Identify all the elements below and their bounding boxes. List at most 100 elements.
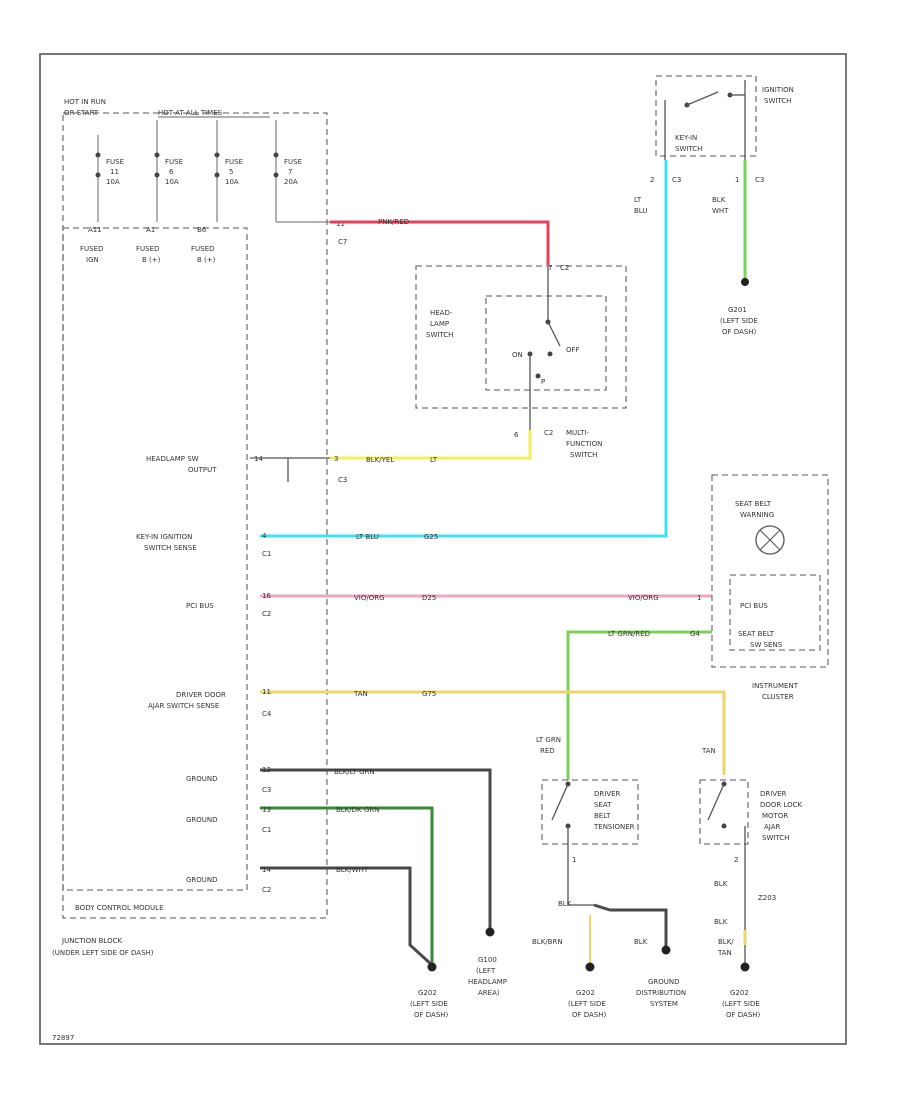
fuse-6: FUSE 6 10A (154, 120, 183, 222)
svg-text:LAMP: LAMP (430, 320, 449, 328)
ground-1-label: GROUND (186, 775, 218, 783)
svg-text:6: 6 (169, 168, 174, 176)
driver-door-ajar-label: DRIVER DOOR (176, 691, 226, 699)
door-lock-motor-outline (699, 779, 749, 845)
svg-text:C4: C4 (262, 710, 272, 718)
svg-text:BLK: BLK (714, 918, 728, 926)
svg-text:10A: 10A (225, 178, 239, 186)
wire-tan-label: TAN (353, 690, 368, 698)
svg-text:BLK/BRN: BLK/BRN (532, 938, 563, 946)
svg-text:G4: G4 (690, 630, 700, 638)
svg-text:(LEFT SIDE: (LEFT SIDE (720, 317, 758, 325)
svg-text:1: 1 (735, 176, 739, 184)
wire-pnk-red-label: PNK/RED (378, 218, 409, 226)
svg-text:(LEFT SIDE: (LEFT SIDE (568, 1000, 606, 1008)
g202c-label: G202 (730, 989, 749, 997)
svg-text:5: 5 (229, 168, 233, 176)
svg-text:TAN: TAN (717, 949, 732, 957)
ground-g202-a (427, 962, 437, 972)
headlamp-switch-outline (415, 265, 627, 409)
svg-text:C3: C3 (338, 476, 347, 484)
svg-text:2: 2 (734, 856, 738, 864)
c7-connector-label: C7 (338, 238, 347, 246)
wire-vio-org-label: VIO/ORG (354, 594, 385, 602)
seat-belt-tensioner-switch (551, 781, 571, 905)
wire-pnk-red (330, 220, 550, 265)
g201-label: G201 (728, 306, 747, 314)
fuse-5: FUSE 5 10A (214, 120, 243, 222)
wire-blk-wht-label: BLK/WHT (336, 866, 369, 874)
fused-b1-label: FUSED (136, 245, 159, 253)
svg-text:1: 1 (697, 594, 701, 602)
svg-text:C3: C3 (672, 176, 681, 184)
svg-text:BLK: BLK (712, 196, 726, 204)
svg-text:11: 11 (262, 688, 271, 696)
ic-module-outline (729, 574, 821, 651)
svg-text:20A: 20A (284, 178, 298, 186)
svg-text:C2: C2 (560, 264, 569, 272)
svg-text:BLK: BLK (558, 900, 572, 908)
svg-text:(LEFT SIDE: (LEFT SIDE (722, 1000, 760, 1008)
svg-text:MOTOR: MOTOR (762, 812, 788, 820)
svg-text:AREA): AREA) (478, 989, 500, 997)
svg-text:G25: G25 (424, 533, 438, 541)
wire-tan (260, 690, 726, 775)
seat-belt-warning-label: SEAT BELT (735, 500, 772, 508)
svg-text:SWITCH: SWITCH (762, 834, 789, 842)
mfs-label: MULTI- (566, 429, 589, 437)
driver-door-lock-label: DRIVER (760, 790, 787, 798)
svg-text:B (+): B (+) (142, 256, 161, 264)
svg-text:FUSE: FUSE (106, 158, 124, 166)
svg-text:BLK: BLK (714, 880, 728, 888)
instrument-cluster-label: INSTRUMENT (752, 682, 799, 690)
svg-text:D25: D25 (422, 594, 436, 602)
or-start-label: OR START (64, 109, 99, 117)
ignition-switch-contacts (664, 80, 746, 160)
pci-bus-label: PCI BUS (186, 602, 214, 610)
svg-text:OFF: OFF (566, 346, 580, 354)
svg-text:WARNING: WARNING (740, 511, 774, 519)
g202a-label: G202 (418, 989, 437, 997)
keyin-sense-label: KEY-IN IGNITION (136, 533, 192, 541)
svg-text:6: 6 (514, 431, 519, 439)
svg-text:OF DASH): OF DASH) (722, 328, 757, 336)
svg-text:DISTRIBUTION: DISTRIBUTION (636, 989, 686, 997)
ground-2-label: GROUND (186, 816, 218, 824)
svg-text:BELT: BELT (594, 812, 611, 820)
svg-text:1: 1 (572, 856, 576, 864)
g202b-label: G202 (576, 989, 595, 997)
svg-text:AJAR: AJAR (764, 823, 781, 831)
svg-text:G75: G75 (422, 690, 436, 698)
svg-text:(LEFT SIDE: (LEFT SIDE (410, 1000, 448, 1008)
wire-lt-grn-red-label: LT GRN/RED (608, 630, 650, 638)
headlamp-output-label: HEADLAMP SW (146, 455, 199, 463)
svg-text:BLK: BLK (634, 938, 648, 946)
svg-text:FUSE: FUSE (225, 158, 243, 166)
svg-text:C3: C3 (262, 786, 271, 794)
svg-text:C2: C2 (544, 429, 553, 437)
ignition-switch-outline (655, 75, 757, 157)
svg-text:VIO/ORG: VIO/ORG (628, 594, 659, 602)
svg-text:14: 14 (254, 455, 263, 463)
wire-lt-grn-red (566, 630, 712, 780)
svg-text:C3: C3 (755, 176, 764, 184)
ground-g202-b (585, 962, 595, 972)
svg-text:SWITCH: SWITCH (764, 97, 791, 105)
ic-seat-belt-sens-label: SEAT BELT (738, 630, 775, 638)
wire-lt-blu-label: LT BLU (356, 533, 379, 541)
svg-text:10A: 10A (106, 178, 120, 186)
svg-text:CLUSTER: CLUSTER (762, 693, 794, 701)
ground-3-label: GROUND (186, 876, 218, 884)
svg-text:7: 7 (288, 168, 292, 176)
diagram-id: 72897 (52, 1034, 74, 1042)
ground-distribution-point (661, 945, 671, 955)
svg-text:Z203: Z203 (758, 894, 776, 902)
svg-text:OF DASH): OF DASH) (726, 1011, 761, 1019)
svg-text:SWITCH SENSE: SWITCH SENSE (144, 544, 197, 552)
svg-text:AJAR SWITCH SENSE: AJAR SWITCH SENSE (148, 702, 219, 710)
wire-blk-yel-label: BLK/YEL (366, 456, 394, 464)
ignition-switch-label: IGNITION (762, 86, 794, 94)
junction-block-label: JUNCTION BLOCK (61, 937, 122, 945)
svg-text:C2: C2 (262, 886, 271, 894)
